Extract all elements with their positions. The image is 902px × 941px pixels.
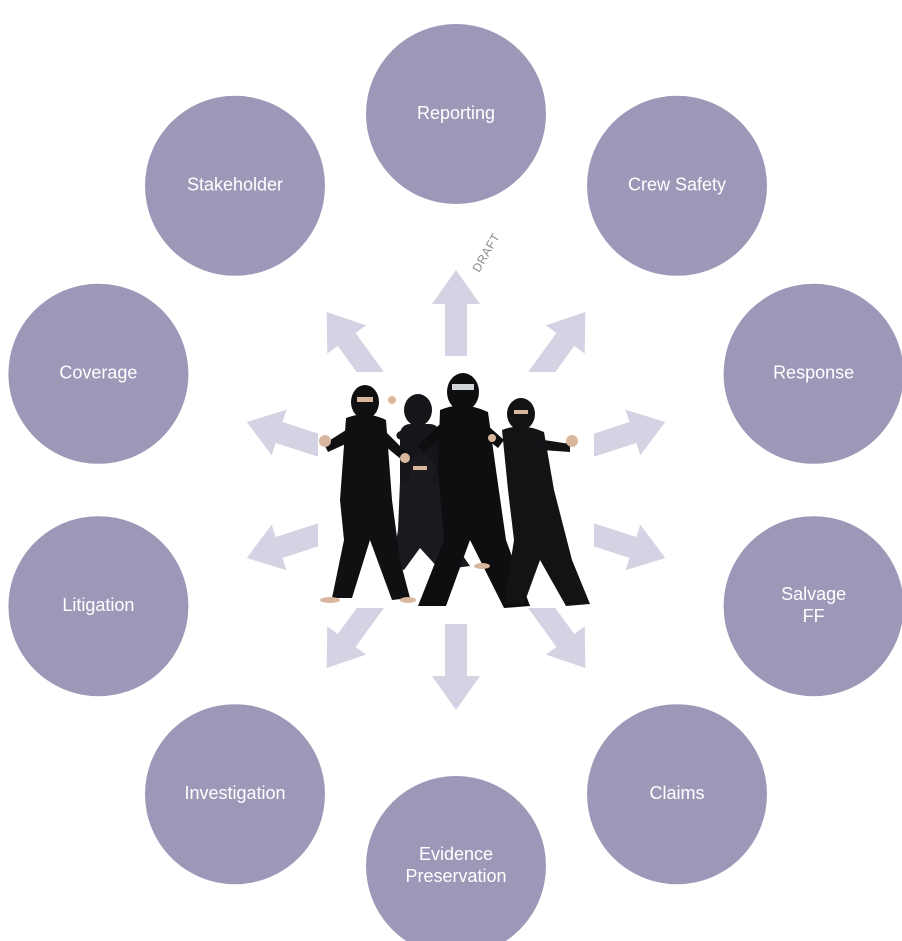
node-circle [366, 24, 546, 204]
node-circle [366, 776, 546, 941]
node-label: Reporting [417, 103, 495, 123]
node-circle [144, 95, 325, 276]
node-label: Preservation [405, 866, 506, 886]
node-circle [144, 704, 325, 885]
arrow-evidence-preservation [432, 624, 480, 710]
node-crew-safety: Crew Safety [587, 95, 768, 276]
arrow-reporting [432, 270, 480, 356]
node-label: Salvage [781, 584, 846, 604]
arrow-claims [525, 591, 586, 668]
draft-watermark: DRAFT [469, 231, 502, 275]
node-circle [723, 283, 902, 464]
node-investigation: Investigation [144, 704, 325, 885]
node-label: Response [773, 363, 854, 383]
arrow-investigation [326, 591, 387, 668]
node-reporting: Reporting [366, 24, 546, 204]
node-circle [723, 516, 902, 697]
arrows-layer [246, 270, 666, 710]
ninja-figure [418, 373, 530, 608]
ninja-group-image [318, 372, 594, 608]
node-coverage: Coverage [8, 283, 189, 464]
arrow-crew-safety [525, 312, 586, 389]
node-label: Evidence [419, 844, 493, 864]
node-label: Crew Safety [628, 175, 726, 195]
node-circle [8, 516, 189, 697]
ninja-hands [319, 396, 578, 603]
node-label: Litigation [62, 595, 134, 615]
node-label: Investigation [184, 783, 285, 803]
node-stakeholder: Stakeholder [144, 95, 325, 276]
arrow-coverage [246, 409, 332, 460]
node-claims: Claims [587, 704, 768, 885]
node-label: Stakeholder [187, 175, 283, 195]
node-response: Response [723, 283, 902, 464]
node-circle [587, 704, 768, 885]
arrow-stakeholder [326, 312, 387, 389]
arrow-salvage-ff [580, 520, 666, 571]
arrow-response [580, 409, 666, 460]
node-circle [587, 95, 768, 276]
node-label: FF [803, 606, 825, 626]
node-label: Claims [649, 783, 704, 803]
node-litigation: Litigation [8, 516, 189, 697]
node-label: Coverage [59, 363, 137, 383]
node-circle [8, 283, 189, 464]
arrow-litigation [246, 520, 332, 571]
